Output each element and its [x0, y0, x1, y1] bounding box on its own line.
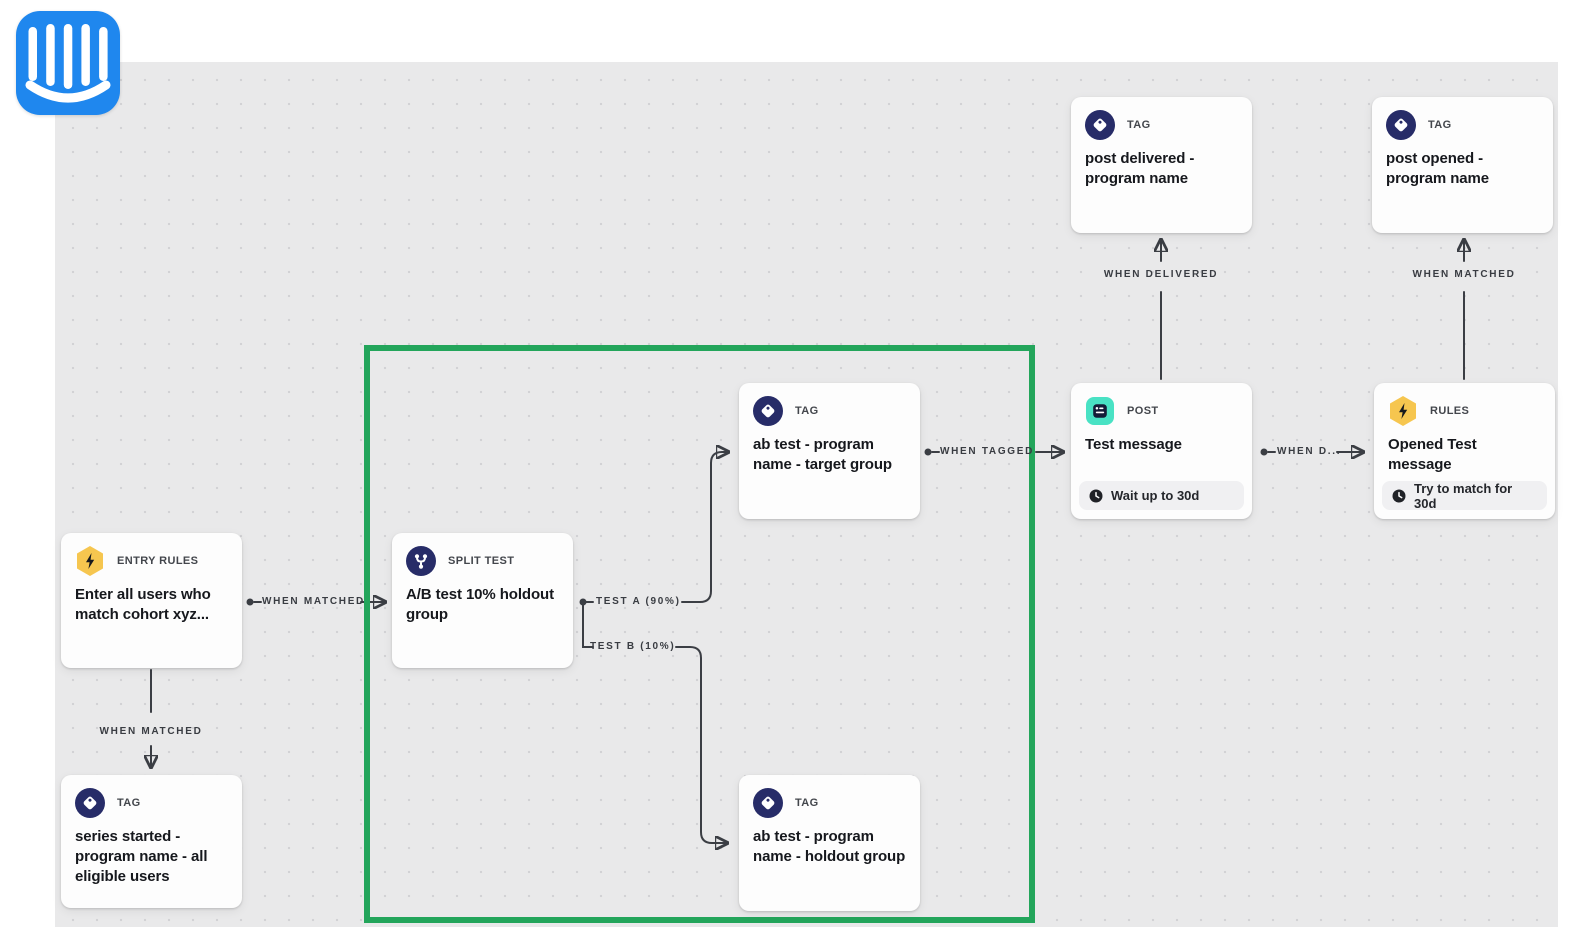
wait-badge-text: Wait up to 30d — [1111, 488, 1200, 503]
node-type-label: POST — [1127, 405, 1159, 417]
node-type-label: TAG — [795, 405, 819, 417]
lightning-hexagon-icon — [1388, 395, 1418, 427]
node-header: TAG — [753, 396, 906, 426]
clock-icon — [1089, 489, 1103, 503]
node-type-label: TAG — [1127, 119, 1151, 131]
edge-label-when-matched: WHEN MATCHED — [99, 726, 203, 737]
intercom-logo-glyph — [25, 24, 111, 103]
edge-label-test-b: TEST B (10%) — [590, 641, 676, 652]
node-entry-rules[interactable]: ENTRY RULES Enter all users who match co… — [61, 533, 242, 668]
node-header: RULES — [1388, 396, 1541, 426]
edge-label-when-matched: WHEN MATCHED — [1412, 269, 1516, 280]
node-tag-target-group[interactable]: TAG ab test - program name - target grou… — [739, 383, 920, 519]
edge-label-test-a: TEST A (90%) — [596, 596, 681, 607]
node-body-text: post opened - program name — [1386, 150, 1489, 187]
node-body-text: Test message — [1085, 436, 1182, 453]
post-icon — [1085, 396, 1115, 426]
node-tag-series-started[interactable]: TAG series started - program name - all … — [61, 775, 242, 908]
node-rules-opened-test-message[interactable]: RULES Opened Test message Try to match f… — [1374, 383, 1555, 519]
node-type-label: RULES — [1430, 405, 1470, 417]
node-type-label: TAG — [1428, 119, 1452, 131]
node-post-test-message[interactable]: POST Test message Wait up to 30d — [1071, 383, 1252, 519]
node-header: POST — [1085, 396, 1238, 426]
match-badge-text: Try to match for 30d — [1414, 480, 1513, 511]
node-tag-post-delivered[interactable]: TAG post delivered - program name — [1071, 97, 1252, 233]
edge-label-when-delivered-truncated: WHEN D... — [1277, 446, 1342, 457]
node-tag-post-opened[interactable]: TAG post opened - program name — [1372, 97, 1553, 233]
node-type-label: SPLIT TEST — [448, 555, 515, 567]
tag-icon — [1386, 110, 1416, 140]
node-body-text: series started - program name - all elig… — [75, 828, 208, 885]
clock-icon — [1392, 489, 1406, 503]
node-tag-holdout-group[interactable]: TAG ab test - program name - holdout gro… — [739, 775, 920, 911]
tag-icon — [1085, 110, 1115, 140]
split-test-icon — [406, 546, 436, 576]
node-body-text: post delivered - program name — [1085, 150, 1195, 187]
edge-label-when-tagged: WHEN TAGGED — [940, 446, 1035, 457]
node-header: TAG — [1386, 110, 1539, 140]
tag-icon — [753, 396, 783, 426]
node-body-text: Opened Test message — [1388, 436, 1477, 473]
node-body-text: ab test - program name - target group — [753, 436, 892, 473]
node-body-text: ab test - program name - holdout group — [753, 828, 906, 865]
wait-badge: Wait up to 30d — [1079, 481, 1244, 510]
node-header: ENTRY RULES — [75, 546, 228, 576]
intercom-logo — [16, 11, 120, 115]
node-type-label: TAG — [117, 797, 141, 809]
node-header: TAG — [75, 788, 228, 818]
node-body-text: A/B test 10% holdout group — [406, 586, 555, 623]
tag-icon — [75, 788, 105, 818]
edge-label-when-matched: WHEN MATCHED — [262, 596, 365, 607]
node-header: SPLIT TEST — [406, 546, 559, 576]
node-type-label: ENTRY RULES — [117, 555, 199, 567]
lightning-hexagon-icon — [75, 545, 105, 577]
node-type-label: TAG — [795, 797, 819, 809]
node-header: TAG — [753, 788, 906, 818]
node-header: TAG — [1085, 110, 1238, 140]
node-split-test[interactable]: SPLIT TEST A/B test 10% holdout group — [392, 533, 573, 668]
node-body-text: Enter all users who match cohort xyz... — [75, 586, 211, 623]
match-badge: Try to match for 30d — [1382, 480, 1547, 511]
tag-icon — [753, 788, 783, 818]
edge-label-when-delivered: WHEN DELIVERED — [1103, 269, 1219, 280]
